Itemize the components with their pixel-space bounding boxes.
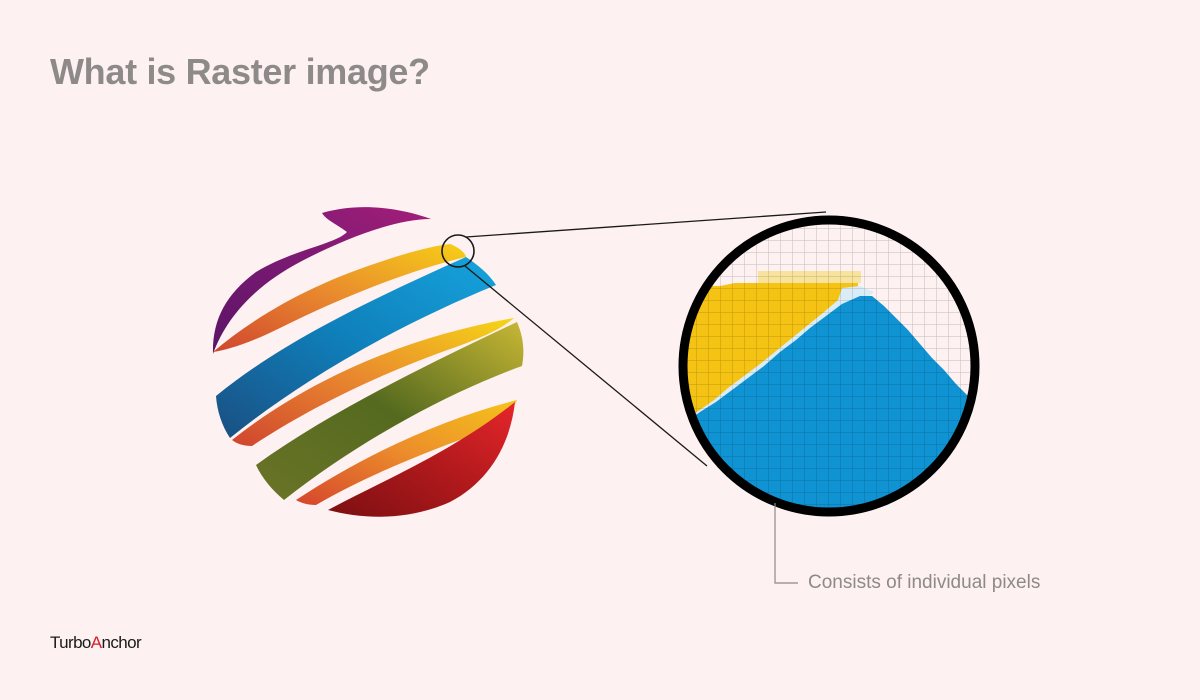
striped-globe-logo	[212, 207, 524, 517]
zoom-lens	[678, 215, 980, 517]
globe-stripe-red	[328, 402, 515, 517]
caption-callout	[774, 503, 798, 584]
pixel-grid-overlay	[683, 220, 975, 512]
zoom-lens-border	[678, 215, 980, 517]
globe-stripe-green	[256, 322, 524, 500]
globe-stripe-orange-2	[232, 318, 514, 446]
brand-suffix: nchor	[101, 633, 142, 652]
zoom-line-bottom	[464, 265, 708, 467]
zoom-line-top	[465, 211, 827, 238]
pixel-view	[683, 220, 975, 512]
brand-prefix: Turbo	[50, 633, 91, 652]
globe-stripe-orange-3	[296, 400, 517, 505]
callout-leader-line	[774, 503, 798, 584]
globe-stripe-orange-1	[213, 244, 466, 352]
zoom-connector	[441, 211, 827, 467]
globe-stripe-purple	[212, 207, 431, 354]
brand-logo: TurboAnchor	[50, 632, 142, 654]
zoom-source-circle	[441, 234, 475, 268]
page-title: What is Raster image?	[50, 51, 430, 92]
pixels-caption: Consists of individual pixels	[808, 572, 1041, 593]
brand-accent: A	[90, 633, 102, 652]
globe-stripe-blue	[216, 257, 496, 438]
